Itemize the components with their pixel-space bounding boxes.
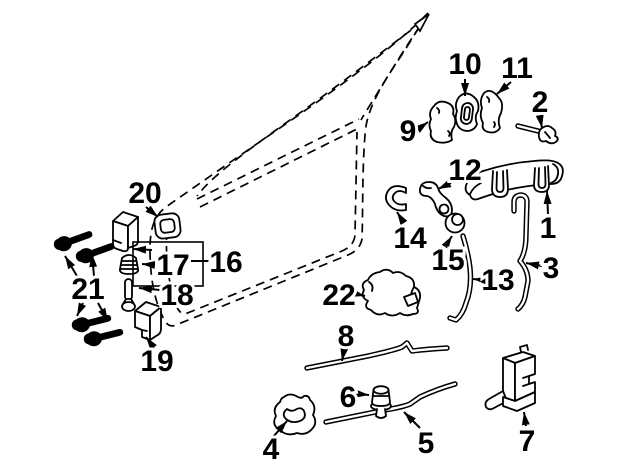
callout-6[interactable]: 6: [337, 378, 360, 417]
leader-arrow-21: [89, 253, 98, 277]
leader-arrow-8: [340, 347, 349, 362]
callout-14[interactable]: 14: [390, 219, 430, 258]
callout-21[interactable]: 21: [68, 270, 107, 309]
callout-16[interactable]: 16: [206, 243, 245, 282]
callout-15[interactable]: 15: [428, 241, 467, 280]
part-14-retainer-clip[interactable]: [385, 185, 407, 212]
door-inner-panel-edge: [165, 131, 358, 315]
callout-10[interactable]: 10: [445, 45, 484, 84]
leader-arrow-19: [145, 336, 157, 350]
leader-arrow-17: [141, 261, 156, 269]
leader-arrow-21: [76, 302, 87, 317]
leader-arrow-2: [535, 114, 544, 129]
part-18-hinge-pin[interactable]: [121, 278, 136, 312]
callout-9[interactable]: 9: [397, 112, 420, 151]
part-22-latch-assembly[interactable]: [361, 268, 422, 317]
leader-arrow-3: [525, 261, 543, 270]
callout-4[interactable]: 4: [260, 430, 283, 469]
callout-8[interactable]: 8: [335, 317, 358, 356]
part-6-rod-clip[interactable]: [370, 385, 392, 419]
leader-arrow-15: [441, 235, 453, 250]
door-outline: [149, 12, 430, 327]
leader-arrow-21: [97, 302, 109, 322]
bolt-icon[interactable]: [73, 238, 117, 267]
callout-18[interactable]: 18: [157, 276, 196, 315]
callout-12[interactable]: 12: [445, 151, 484, 190]
part-2-rod[interactable]: [515, 123, 545, 135]
callout-5[interactable]: 5: [415, 424, 438, 463]
leader-arrow-4: [272, 420, 288, 438]
callout-19[interactable]: 19: [137, 342, 176, 381]
leader-arrow-7: [521, 411, 530, 427]
window-frame-inner-a-pillar: [196, 20, 424, 197]
part-10-lock-cylinder-pawl[interactable]: [454, 92, 480, 132]
part-7-lock-striker-assembly[interactable]: [484, 344, 536, 412]
leader-arrow-6: [355, 389, 370, 398]
leader-arrow-9: [415, 121, 429, 133]
part-5-handle-rod[interactable]: [323, 381, 458, 425]
callout-13[interactable]: 13: [478, 261, 517, 300]
callout-11[interactable]: 11: [498, 49, 536, 88]
part-1-outside-handle[interactable]: [464, 159, 564, 201]
leader-arrow-21: [64, 255, 78, 277]
part-13-lock-cylinder-rod[interactable]: [447, 233, 474, 323]
part-2-rod-clip[interactable]: [537, 125, 559, 145]
callout-20[interactable]: 20: [125, 174, 164, 213]
part-3-outside-handle-rod[interactable]: [511, 192, 531, 312]
part-17-bumper[interactable]: [119, 254, 139, 275]
part-8-lock-rod[interactable]: [304, 340, 450, 371]
callout-3[interactable]: 3: [540, 249, 563, 288]
leader-arrow-5: [403, 411, 421, 429]
part-20-hinge-grommet[interactable]: [153, 212, 182, 240]
leader-arrow-16: [132, 245, 153, 254]
beltline-upper: [196, 118, 360, 200]
part-19-lower-hinge[interactable]: [134, 301, 162, 341]
window-corner-flag: [413, 13, 430, 33]
leader-arrow-12: [437, 179, 452, 190]
leader-arrow-1: [543, 190, 552, 215]
part-15-grommet[interactable]: [444, 212, 466, 234]
leader-arrow-18: [138, 285, 161, 294]
bolt-icon[interactable]: [70, 310, 113, 335]
callout-7[interactable]: 7: [516, 422, 539, 461]
callout-16-group-box: [132, 241, 204, 287]
part-9-gasket-plate[interactable]: [428, 100, 457, 144]
callout-22[interactable]: 22: [319, 276, 358, 315]
part-11-gasket-plate[interactable]: [479, 89, 504, 134]
leader-arrow-22: [351, 288, 366, 297]
leader-arrow-14: [396, 211, 408, 226]
callout-1[interactable]: 1: [537, 209, 560, 248]
leader-arrow-13: [472, 276, 487, 285]
callout-2[interactable]: 2: [529, 83, 552, 122]
part-12-bellcrank-lever[interactable]: [418, 181, 453, 218]
window-frame-inner-b-pillar: [360, 25, 421, 121]
leader-arrow-11: [496, 81, 512, 95]
part-16-upper-hinge[interactable]: [112, 211, 139, 253]
leader-arrow-20: [145, 205, 159, 218]
callout-17[interactable]: 17: [153, 246, 192, 285]
door-outer-edge: [149, 12, 429, 327]
